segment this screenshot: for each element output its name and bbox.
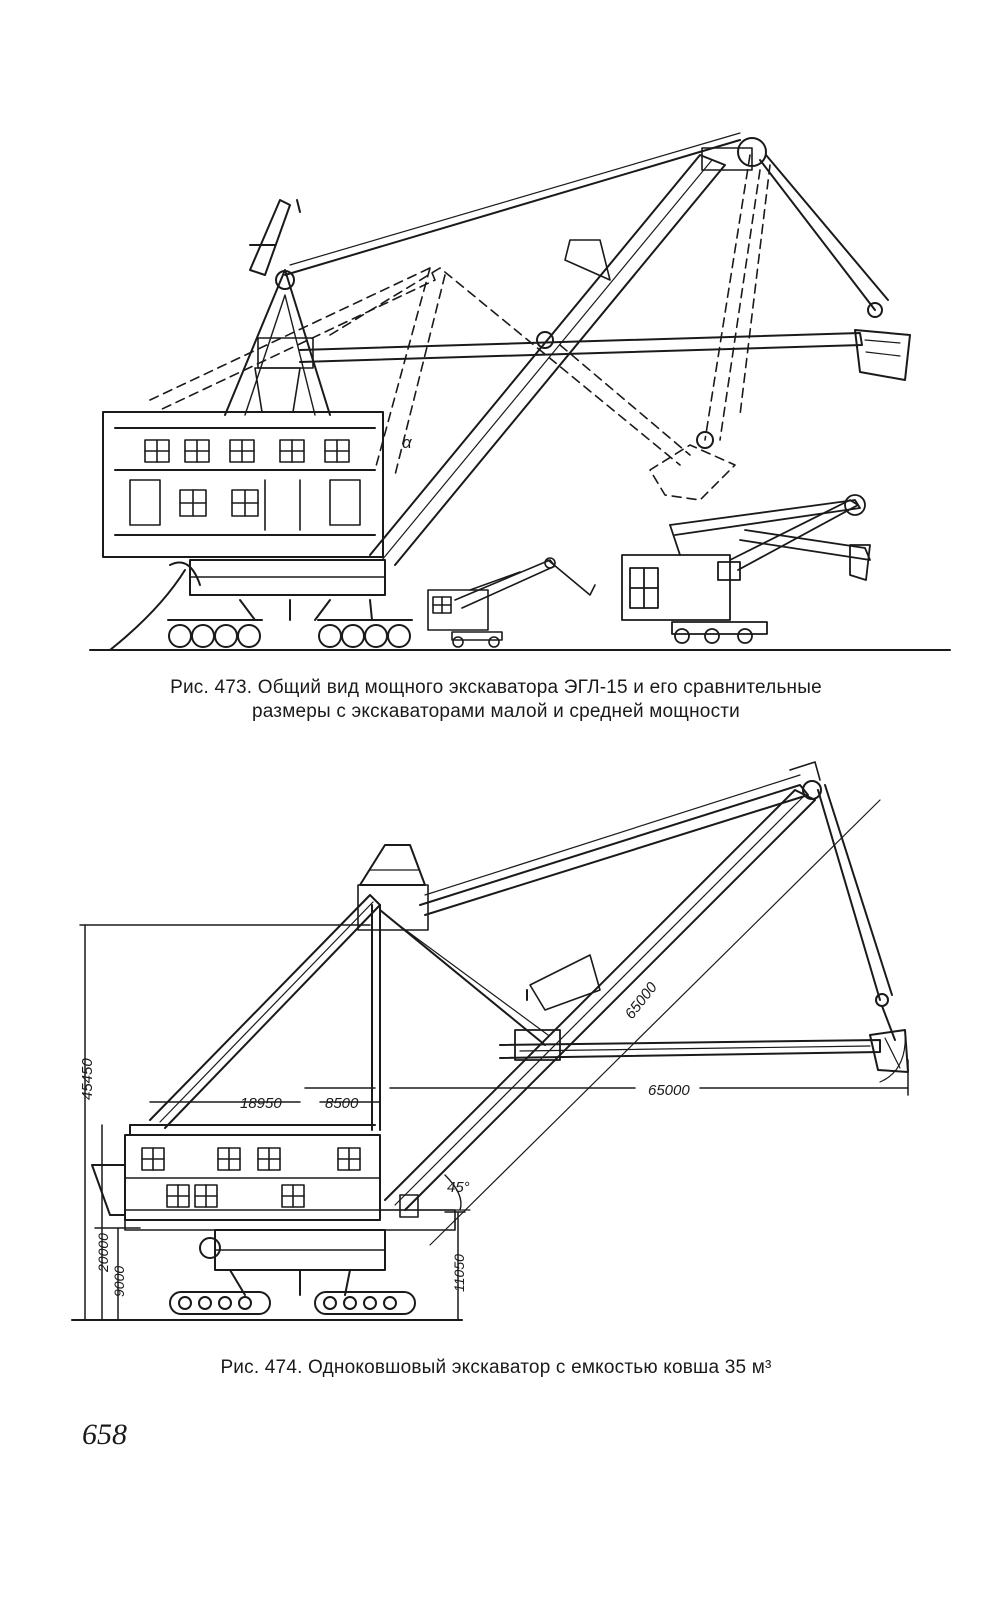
dim-18950: 18950 bbox=[240, 1095, 282, 1112]
dim-9000: 9000 bbox=[111, 1266, 127, 1297]
small-excavator bbox=[427, 557, 596, 648]
dipper-bucket bbox=[869, 1029, 909, 1073]
dim-8500: 8500 bbox=[325, 1095, 359, 1112]
house-windows bbox=[129, 439, 361, 531]
figure-473-drawing: α bbox=[89, 132, 951, 651]
alternate-positions bbox=[149, 154, 771, 501]
caption-473-line1: Рис. 473. Общий вид мощного экскаватора … bbox=[170, 677, 822, 698]
figure-474-excavator-35m3: 45450 20000 9000 11050 18950 8500 65000 bbox=[0, 760, 992, 1330]
caption-473-line2: размеры с экскаваторами малой и средней … bbox=[251, 701, 740, 722]
dim-11050: 11050 bbox=[451, 1254, 467, 1292]
dipper-bucket bbox=[854, 329, 911, 381]
gantry-top bbox=[359, 844, 426, 886]
crawler-wheels-large bbox=[168, 624, 411, 648]
figure-473-excavator-egl15: α bbox=[0, 115, 992, 660]
figure-474-drawing: 45450 20000 9000 11050 18950 8500 65000 bbox=[71, 761, 909, 1321]
boom-dim-line bbox=[429, 799, 881, 1246]
gantry-top bbox=[249, 199, 291, 276]
vertical-dimensions bbox=[79, 924, 466, 1321]
dipper-stick bbox=[499, 1039, 881, 1059]
house-windows bbox=[141, 1147, 419, 1218]
angle-45-label: 45° bbox=[447, 1179, 470, 1196]
boom-suspension bbox=[284, 139, 741, 276]
dim-20000: 20000 bbox=[95, 1233, 111, 1273]
dim-65000-boom: 65000 bbox=[622, 979, 661, 1023]
page-number: 658 bbox=[82, 1418, 127, 1451]
ground-slope bbox=[109, 569, 186, 651]
figure-473-caption: Рис. 473. Общий вид мощного экскаватора … bbox=[0, 676, 992, 724]
a-frame bbox=[224, 269, 331, 416]
dim-height-45450: 45450 bbox=[79, 1058, 96, 1100]
medium-excavator bbox=[621, 494, 871, 644]
figure-474-caption: Рис. 474. Одноковшовый экскаватор с емко… bbox=[220, 1357, 772, 1378]
crawler-tracks bbox=[169, 1291, 416, 1315]
house-body bbox=[102, 411, 384, 558]
boom-point-sheave bbox=[802, 780, 822, 800]
angle-alpha-label: α bbox=[402, 433, 413, 452]
dipper-stick bbox=[299, 332, 863, 363]
back-legs bbox=[149, 894, 381, 1129]
dim-65000-horizontal: 65000 bbox=[648, 1082, 690, 1099]
horizontal-dimensions bbox=[149, 1059, 909, 1103]
